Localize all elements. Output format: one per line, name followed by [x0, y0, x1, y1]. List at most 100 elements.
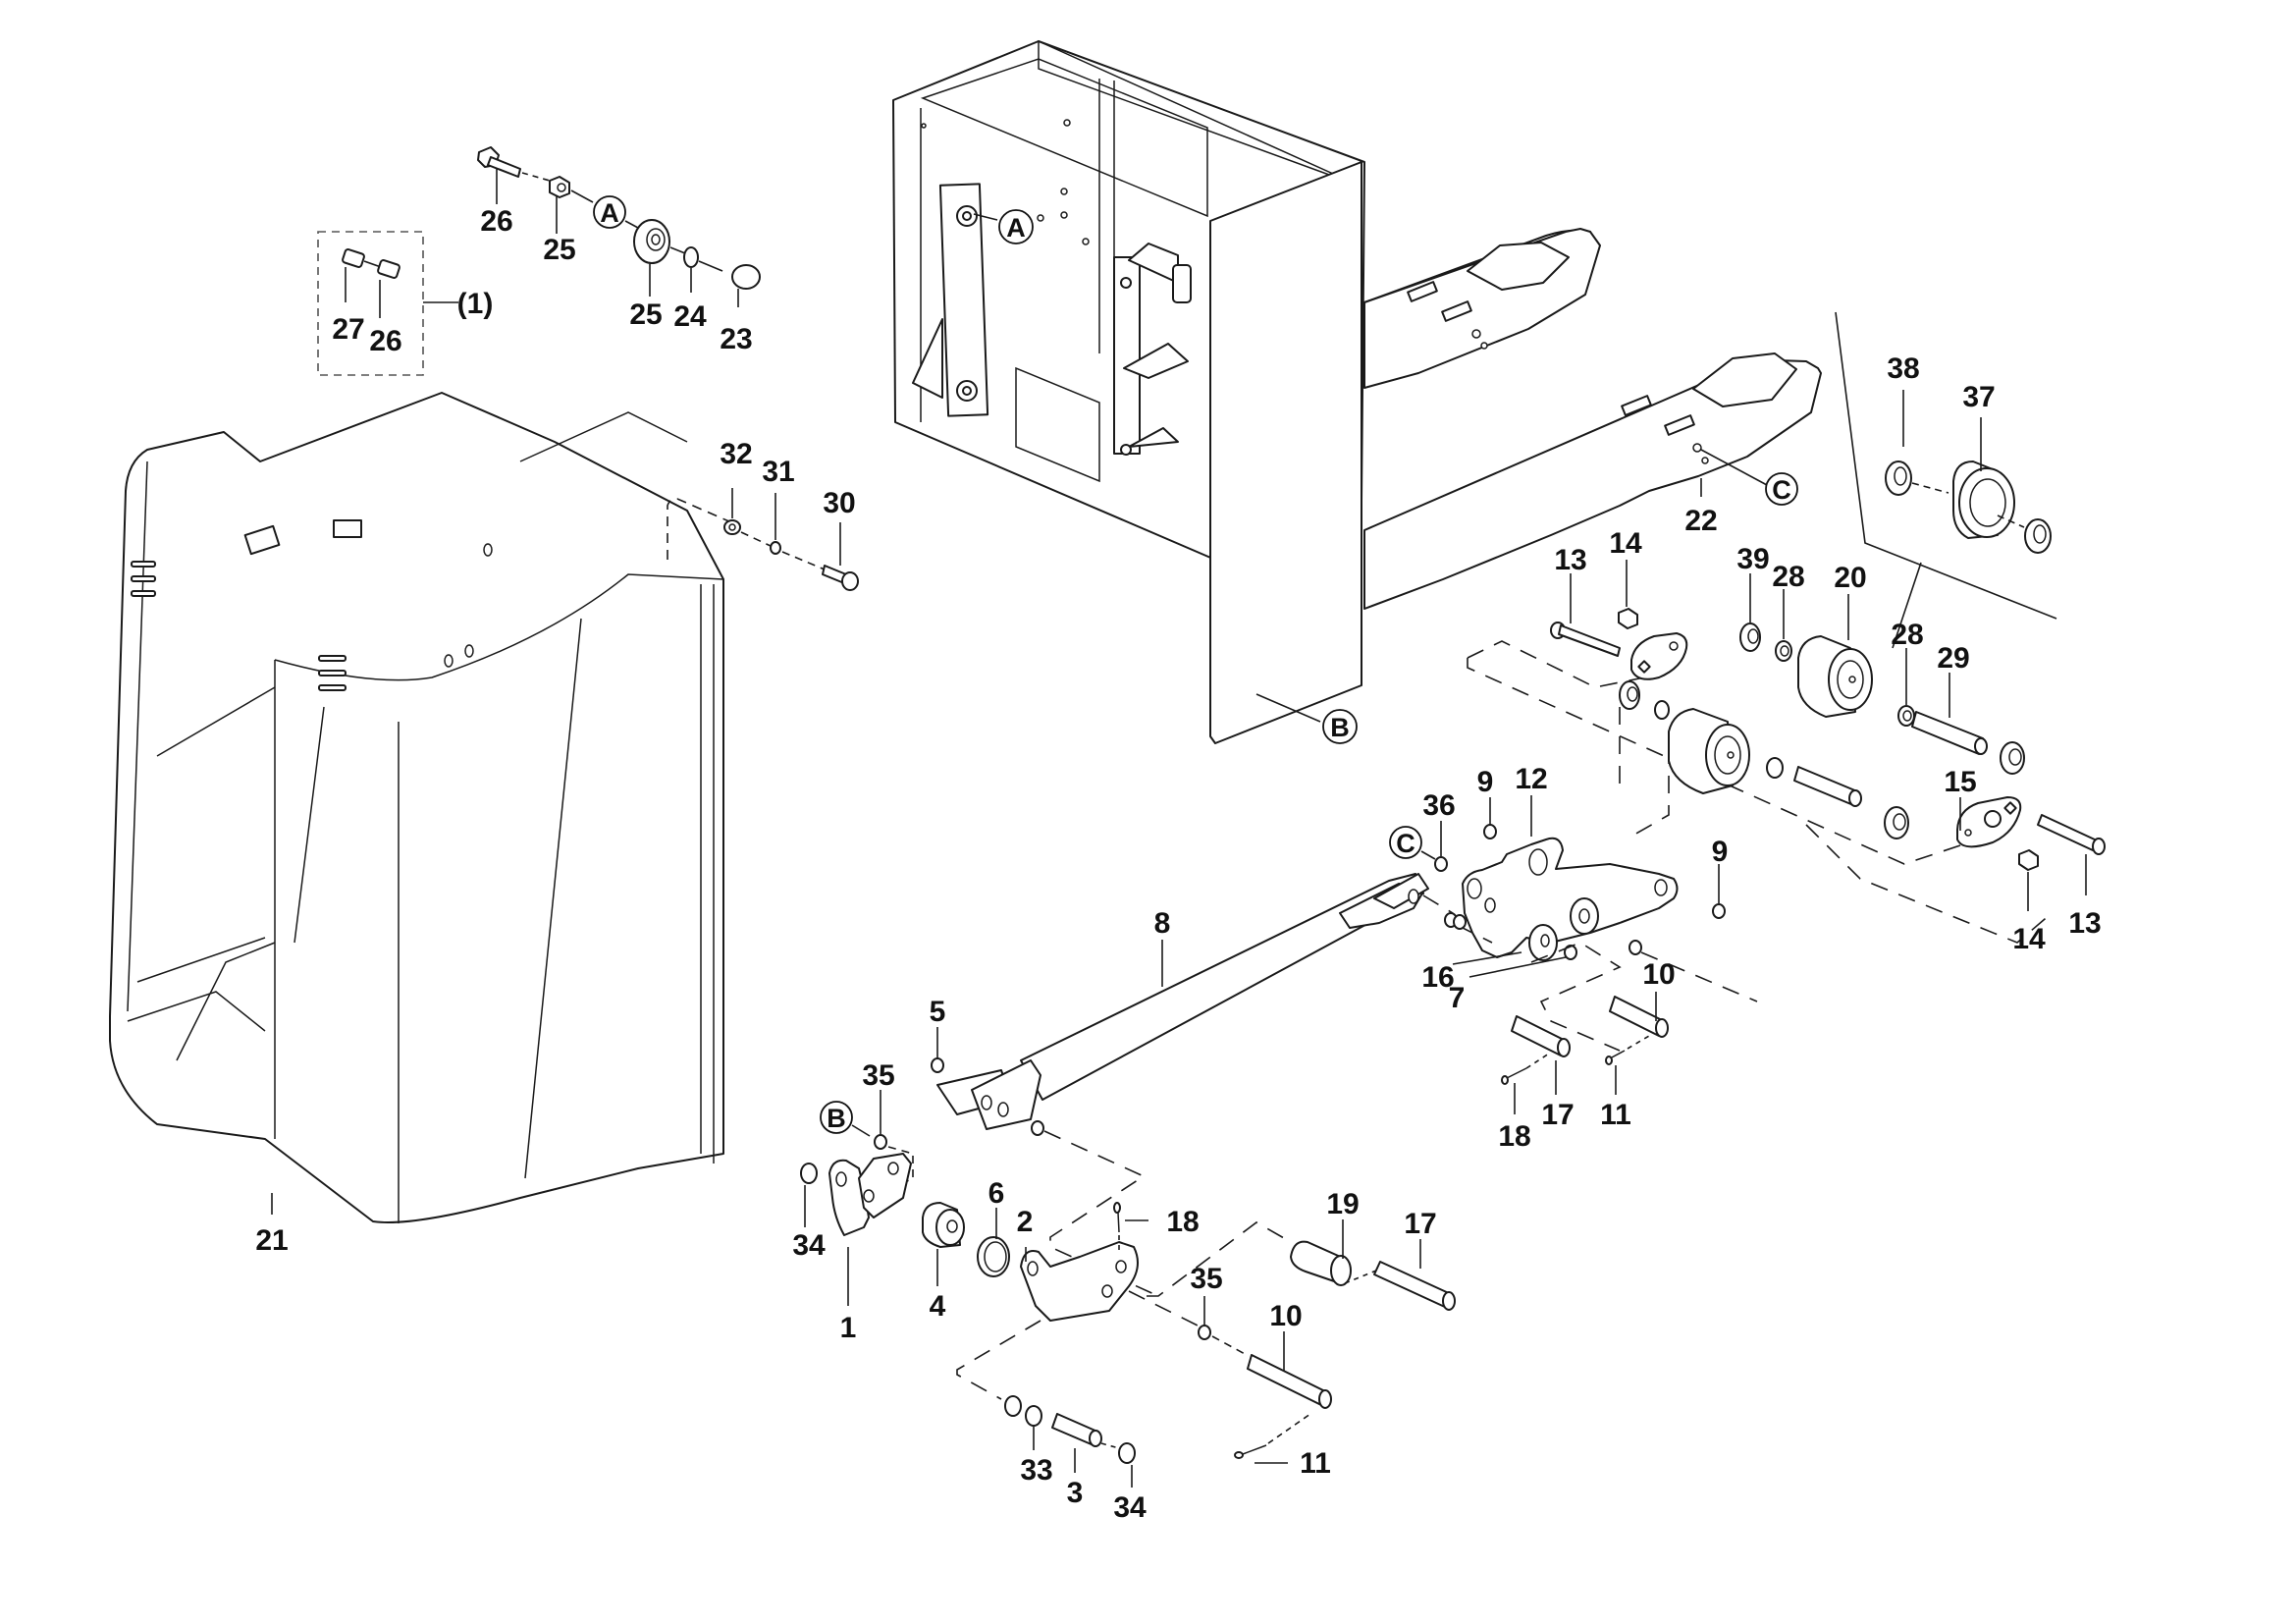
main-frame — [892, 39, 1365, 744]
guide-roller-25 — [633, 219, 670, 264]
bushing-7 — [1564, 945, 1577, 960]
tow-bar-8 — [936, 873, 1429, 1130]
kit-label: (1) — [457, 288, 494, 320]
callout-23: 23 — [720, 323, 752, 355]
callout-26-kit: 26 — [369, 325, 401, 357]
callout-25-roller: 25 — [629, 298, 662, 331]
bearing-ring-6 — [977, 1236, 1010, 1277]
bushing-36 — [1434, 856, 1448, 872]
callout-29: 29 — [1937, 642, 1969, 675]
bolt-13-right — [2037, 814, 2106, 855]
fastener-group-top: (1) 27 26 26 25 A — [317, 146, 761, 376]
callout-34-left: 34 — [792, 1229, 826, 1262]
set-screw-26 — [377, 259, 400, 279]
linkage-group: C 36 9 12 9 16 7 — [1389, 763, 1758, 1052]
callout-21: 21 — [255, 1224, 288, 1257]
callout-28-right: 28 — [1891, 619, 1923, 651]
callout-17-right: 17 — [1541, 1099, 1574, 1131]
callout-13-left: 13 — [1554, 544, 1586, 576]
flange-bearing-39 — [1739, 623, 1761, 652]
bolt-26 — [477, 146, 521, 178]
forks-22 — [1363, 228, 1822, 610]
callout-6: 6 — [988, 1177, 1005, 1210]
svg-text:C: C — [1772, 475, 1791, 505]
callout-28-left: 28 — [1772, 561, 1804, 593]
callout-19: 19 — [1326, 1188, 1359, 1220]
svg-text:C: C — [1396, 829, 1415, 858]
nut-14-top — [1618, 608, 1638, 629]
callout-24: 24 — [673, 300, 707, 333]
reference-marker-a-frame — [998, 209, 1034, 244]
callout-10-steer: 10 — [1269, 1300, 1302, 1332]
callout-18-steer: 18 — [1166, 1206, 1199, 1238]
cotter-pin-18-right — [1501, 1067, 1527, 1085]
callout-36: 36 — [1422, 789, 1455, 822]
svg-text:B: B — [827, 1104, 846, 1133]
callout-9-right: 9 — [1712, 836, 1729, 868]
svg-text:A: A — [600, 198, 619, 228]
callout-13-right: 13 — [2068, 907, 2101, 940]
reference-marker-a-top — [593, 195, 626, 229]
steer-bracket-2 — [1020, 1241, 1139, 1322]
chassis-cover-21 — [109, 392, 724, 1223]
pin-17-steer — [1373, 1261, 1456, 1311]
vent-slots-front — [318, 655, 347, 691]
callout-31: 31 — [762, 456, 794, 488]
reference-marker-b-frame — [1322, 709, 1358, 744]
bearing-38-right — [2024, 518, 2052, 554]
circlip-34-left — [800, 1163, 818, 1184]
callout-17-steer: 17 — [1404, 1208, 1436, 1240]
callout-14-bottom: 14 — [2012, 923, 2046, 955]
axle-29-lower — [1793, 766, 1858, 806]
callout-39: 39 — [1736, 543, 1769, 575]
pin-group-right: 17 18 10 11 — [1498, 958, 1675, 1153]
callout-15: 15 — [1944, 766, 1976, 798]
callout-35-right: 35 — [1190, 1263, 1222, 1295]
washer-28-lower — [1766, 757, 1784, 779]
pin-10-right — [1609, 996, 1669, 1038]
load-roller-20 — [1797, 635, 1873, 718]
bushing-link-lower — [1629, 940, 1642, 955]
nut-25 — [549, 176, 570, 198]
callout-5: 5 — [930, 996, 946, 1028]
callout-38: 38 — [1887, 352, 1919, 385]
callout-25-nut: 25 — [543, 234, 575, 266]
callout-12: 12 — [1515, 763, 1547, 795]
link-12 — [1462, 837, 1679, 958]
bushing-5 — [931, 1057, 944, 1073]
circlip-24 — [683, 246, 699, 268]
callout-9-top: 9 — [1477, 766, 1494, 798]
fastener-group-cover: 32 31 30 — [667, 438, 859, 591]
callout-2: 2 — [1017, 1206, 1034, 1238]
callout-11-steer: 11 — [1300, 1447, 1331, 1480]
cotter-pin-11-steer — [1234, 1444, 1267, 1459]
callout-26: 26 — [480, 205, 512, 238]
bushing-33a — [1004, 1395, 1022, 1417]
nut-14-bottom — [2018, 849, 2039, 871]
reference-marker-c-link — [1389, 826, 1422, 859]
callout-22: 22 — [1684, 505, 1717, 537]
steer-linkage-group: B 35 34 1 4 6 2 — [792, 1059, 1456, 1524]
callout-4: 4 — [930, 1290, 946, 1323]
callout-3: 3 — [1067, 1477, 1084, 1509]
alternate-roller-detail: 38 37 — [1835, 311, 2057, 649]
bushing-35-right — [1198, 1325, 1211, 1340]
flange-bearing-lower — [1619, 680, 1640, 710]
svg-text:B: B — [1330, 713, 1350, 742]
callout-34-right: 34 — [1113, 1491, 1147, 1524]
pin-17-right — [1511, 1015, 1571, 1057]
callout-18-right: 18 — [1498, 1120, 1530, 1153]
callout-14-top: 14 — [1609, 527, 1642, 560]
sleeve-19 — [1290, 1240, 1352, 1286]
lock-washer-31 — [770, 541, 781, 555]
callout-35-left: 35 — [862, 1059, 894, 1092]
callout-20: 20 — [1834, 562, 1866, 594]
reference-marker-b-link — [820, 1101, 853, 1134]
bushing-33b — [1025, 1405, 1042, 1427]
washer-32 — [723, 519, 741, 535]
washer-28-left — [1775, 640, 1792, 662]
bushing-9-right — [1712, 903, 1726, 919]
spacer-4 — [922, 1202, 965, 1248]
reference-marker-c-fork — [1765, 472, 1798, 506]
